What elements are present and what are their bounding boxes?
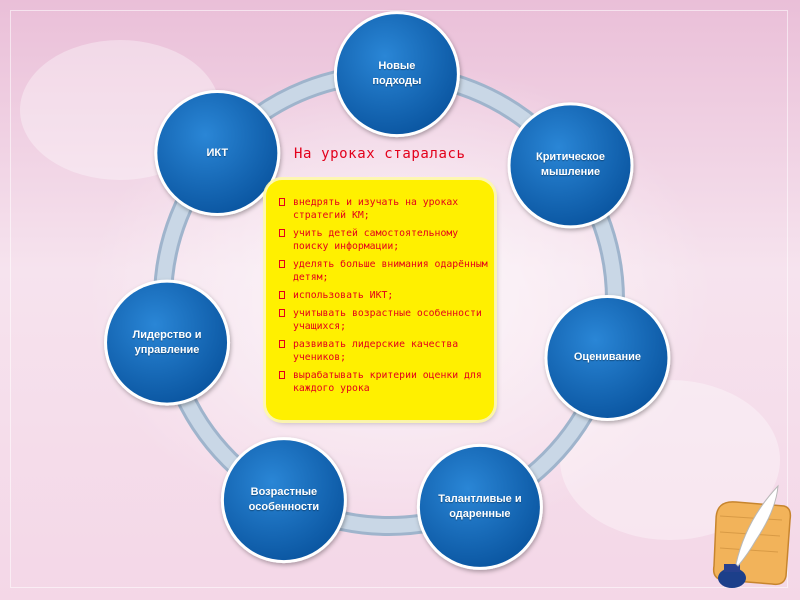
point-text: уделять больше внимания одарённым детям; xyxy=(293,259,488,283)
point-text: развивать лидерские качества учеников; xyxy=(293,339,459,363)
node-ict xyxy=(154,90,281,217)
node-label-critical-thinking: Критическое мышление xyxy=(535,151,606,179)
node-circle xyxy=(510,105,631,226)
summary-box xyxy=(266,180,494,420)
list-item: уделять больше внимания одарённым детям; xyxy=(279,258,489,284)
point-text: вырабатывать критерии оценки для каждого… xyxy=(293,370,482,394)
bullet-icon xyxy=(279,371,285,379)
bullet-icon xyxy=(279,340,285,348)
node-label-leadership: Лидерство и управление xyxy=(132,328,202,356)
node-label-ict: ИКТ xyxy=(206,146,229,159)
point-text: учитывать возрастные особенности учащихс… xyxy=(293,308,482,332)
node-critical-thinking xyxy=(507,102,634,229)
node-circle xyxy=(419,446,540,567)
quill-inkwell-icon xyxy=(712,484,792,588)
node-circle xyxy=(547,297,668,418)
bullet-icon xyxy=(279,198,285,206)
summary-heading: На уроках старалась xyxy=(294,146,466,162)
node-label-assessment: Оценивание xyxy=(573,351,641,364)
node-circle xyxy=(223,440,344,561)
point-text: учить детей самостоятельному поиску инфо… xyxy=(293,228,459,252)
list-item: учить детей самостоятельному поиску инфо… xyxy=(279,227,489,253)
bullet-icon xyxy=(279,309,285,317)
list-item: развивать лидерские качества учеников; xyxy=(279,338,489,364)
bullet-icon xyxy=(279,291,285,299)
list-item: внедрять и изучать на уроках стратегий К… xyxy=(279,196,489,222)
list-item: учитывать возрастные особенности учащихс… xyxy=(279,307,489,333)
node-talented-gifted xyxy=(416,443,543,570)
node-leadership xyxy=(104,279,231,406)
list-item: использовать ИКТ; xyxy=(279,289,489,302)
node-label-age-features: Возрастные особенности xyxy=(248,486,320,514)
point-text: использовать ИКТ; xyxy=(293,290,394,301)
node-circle xyxy=(157,93,278,214)
slide-frame xyxy=(10,10,788,588)
node-label-talented-gifted: Талантливые и одаренные xyxy=(438,492,522,520)
node-age-features xyxy=(220,437,347,564)
point-text: внедрять и изучать на уроках стратегий К… xyxy=(293,197,459,221)
points-list: внедрять и изучать на уроках стратегий К… xyxy=(279,196,489,400)
node-circle xyxy=(107,282,228,403)
node-circle xyxy=(336,14,457,135)
node-assessment xyxy=(544,294,671,421)
node-label-new-approaches: Новые подходы xyxy=(372,60,422,88)
node-new-approaches xyxy=(333,11,460,138)
list-item: вырабатывать критерии оценки для каждого… xyxy=(279,369,489,395)
bullet-icon xyxy=(279,229,285,237)
bullet-icon xyxy=(279,260,285,268)
